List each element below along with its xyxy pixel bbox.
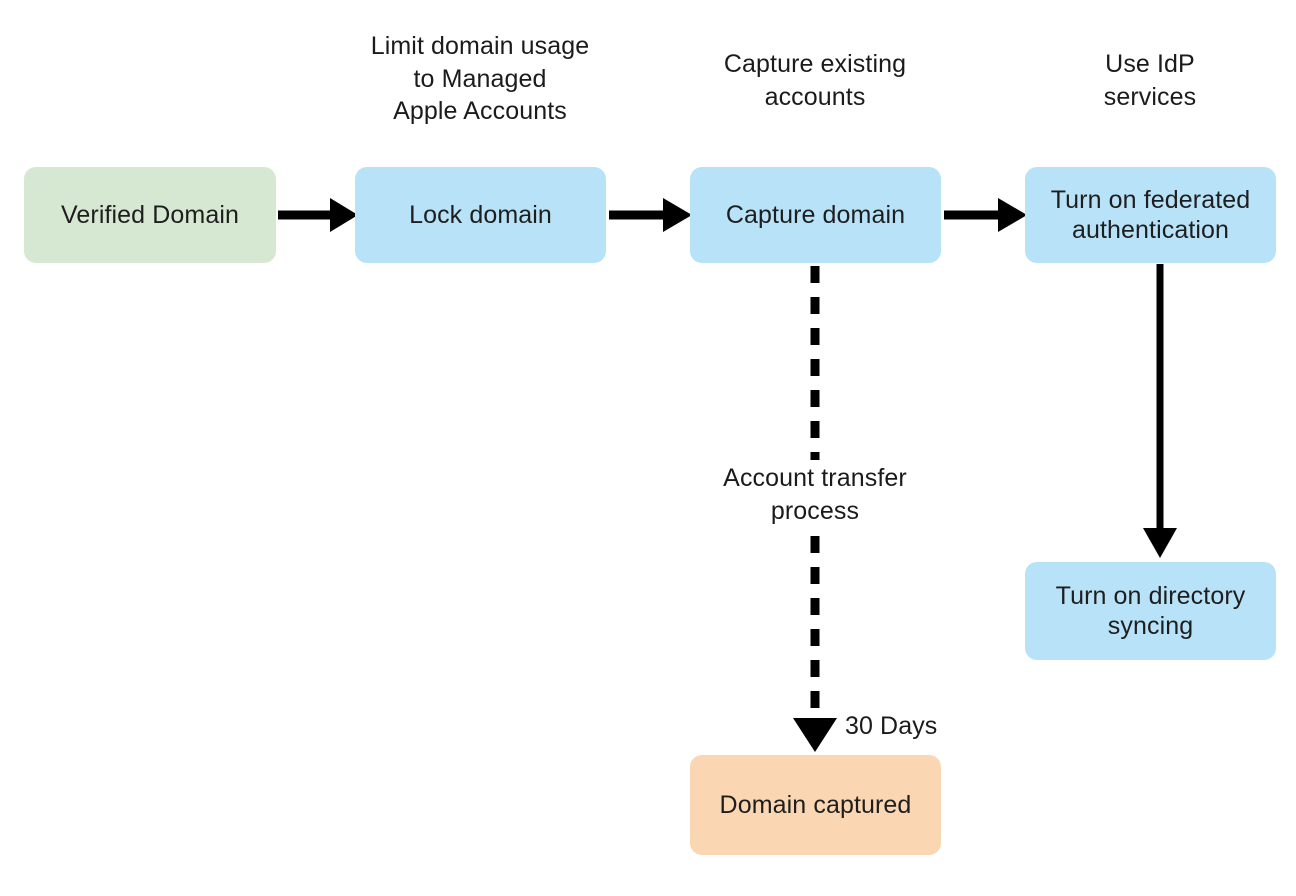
label-30-days: 30 Days: [845, 712, 938, 740]
label-account-transfer-process: Account transfer process: [723, 464, 907, 525]
edge-capture-to-federated: [944, 198, 1027, 232]
caption-lock-domain: Limit domain usage to Managed Apple Acco…: [370, 32, 590, 125]
edge-lock-to-capture: [609, 198, 692, 232]
edge-verified-to-lock: [278, 198, 358, 232]
caption-capture-domain: Capture existing accounts: [723, 50, 907, 111]
caption-federated-auth: Use IdP services: [1103, 50, 1197, 111]
node-verified-domain[interactable]: Verified Domain: [24, 167, 276, 263]
node-capture-domain[interactable]: Capture domain: [690, 167, 941, 263]
node-federated-auth[interactable]: Turn on federated authentication: [1025, 167, 1276, 263]
node-domain-captured[interactable]: Domain captured: [690, 755, 941, 855]
edge-federated-to-directory: [1143, 264, 1177, 558]
node-lock-domain[interactable]: Lock domain: [355, 167, 606, 263]
node-directory-syncing[interactable]: Turn on directory syncing: [1025, 562, 1276, 660]
